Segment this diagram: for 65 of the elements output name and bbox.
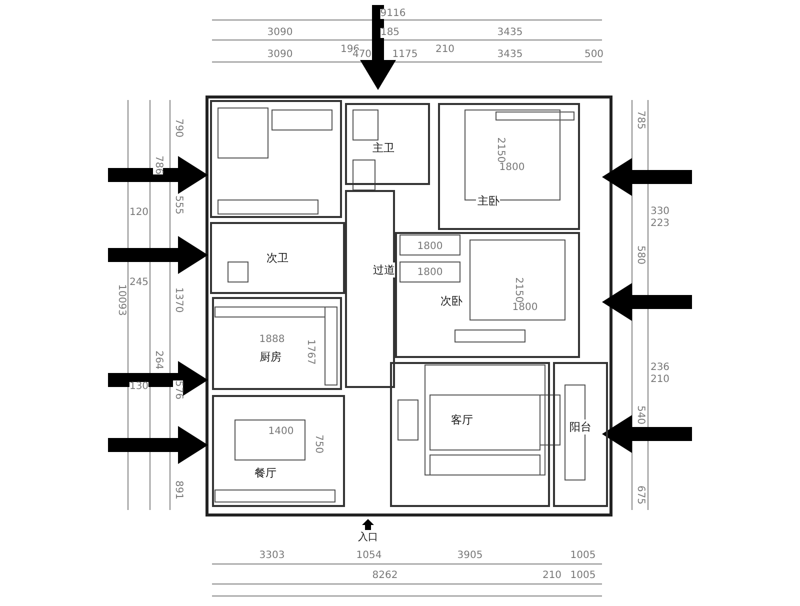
room-name: 餐厅 [254,465,278,480]
room-name: 过道 [372,262,396,278]
dimension-value: 675 [635,485,645,505]
room-name: 厨房 [258,349,283,364]
dimension-value: 1175 [392,50,418,60]
dimension-value: 2150 [513,277,523,303]
room-outline [345,103,430,185]
dimension-value: 3090 [267,28,293,38]
dimension-value: 210 [542,571,562,581]
dimension-value: 3435 [497,28,523,38]
room-name: 主卫 [371,140,396,156]
dimension-value: 10093 [116,284,126,316]
dimension-value: 1888 [259,335,285,345]
dimension-value: 2150 [495,137,505,163]
dimension-value: 3090 [267,50,293,60]
dimension-value: 1054 [356,551,382,561]
dimension-value: 576 [173,380,183,400]
room-outline [390,362,550,507]
dimension-value: 210 [650,375,670,385]
dimension-value: 1800 [499,163,525,173]
dimension-value: 1767 [305,339,315,365]
dimension-value: 1400 [268,427,294,437]
entrance-label: 入口 [358,533,378,543]
dimension-value: 790 [173,118,183,138]
dimension-value: 264 [153,350,163,370]
dimension-value: 580 [635,245,645,265]
room-outline [212,395,345,507]
dimension-value: 330 [650,207,670,217]
dimension-value: 3905 [457,551,483,561]
room-outline [395,232,580,358]
dimension-value: 1800 [512,303,538,313]
dimension-value: 750 [313,434,323,454]
room-outline [210,100,342,218]
dimension-value: 1800 [417,268,443,278]
dimension-value: 185 [380,28,400,38]
room-outline [438,103,580,230]
dimension-value: 891 [173,480,183,500]
dimension-value: 540 [635,405,645,425]
room-outline [210,222,345,294]
dimension-value: 130 [129,382,149,392]
dimension-value: 210 [435,45,455,55]
dimension-value: 470 [352,50,372,60]
dimension-value: 1370 [173,287,183,313]
dimension-value: 1800 [417,242,443,252]
dimension-value: 1005 [570,551,596,561]
room-name: 主卧 [476,193,500,208]
room-name: 阳台 [568,420,592,435]
room-outline [553,362,608,507]
dimension-value: 236 [650,363,670,373]
dimension-value: 1005 [570,571,596,581]
dimension-value: 223 [650,219,670,229]
dimension-value: 555 [173,195,183,215]
dimension-value: 120 [129,208,149,218]
dimension-value: 245 [129,278,149,288]
dimension-value: 3303 [259,551,285,561]
room-name: 次卫 [266,250,290,266]
dimension-value: 9116 [380,9,406,19]
dimension-value: 8262 [372,571,398,581]
room-name: 客厅 [450,412,474,428]
dimension-value: 786 [153,155,163,175]
dimension-value: 785 [635,110,645,130]
dimension-value: 500 [584,50,604,60]
room-name: 次卧 [439,294,464,309]
dimension-value: 3435 [497,50,523,60]
room-outline [345,190,395,388]
